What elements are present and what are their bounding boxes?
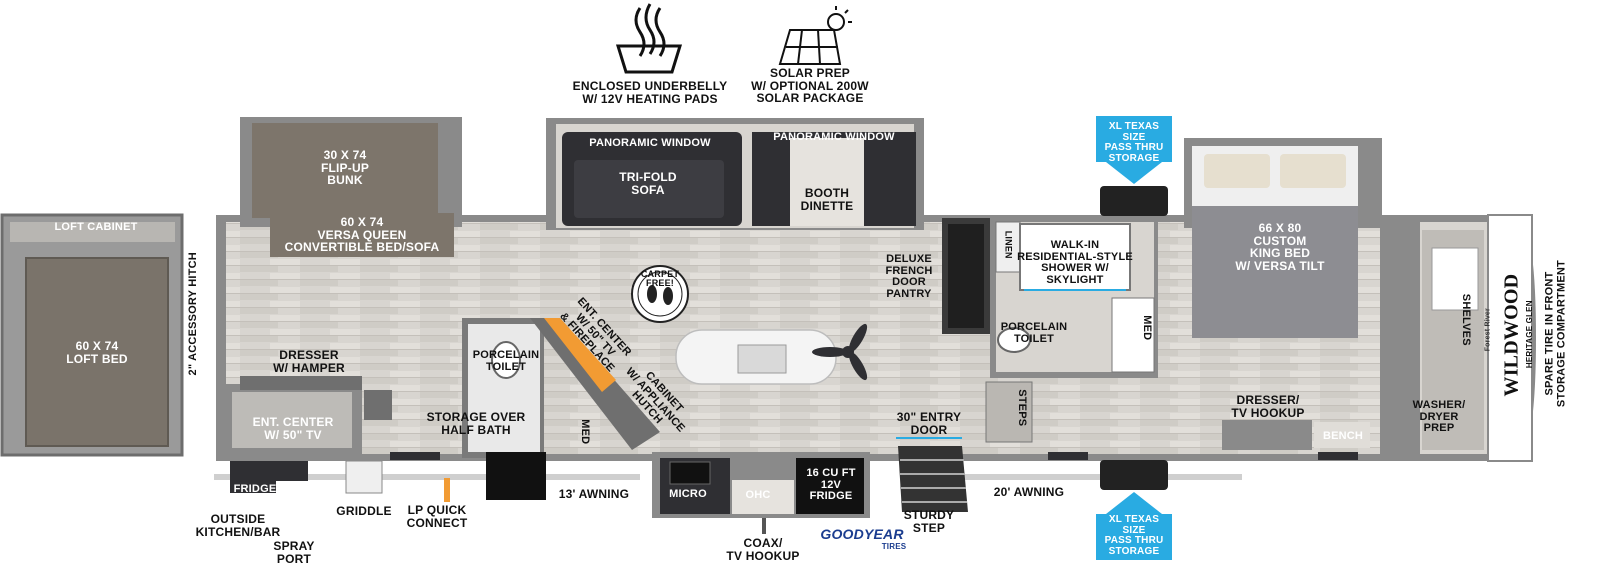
label-sturdy-step: STURDY STEP — [903, 508, 955, 535]
label-lp-quick: LP QUICK CONNECT — [406, 503, 468, 530]
label-dresser-hamper: DRESSER W/ HAMPER — [273, 348, 345, 375]
feature-underbelly: ENCLOSED UNDERBELLY W/ 12V HEATING PADS — [572, 79, 728, 106]
label-panoramic-window-1: PANORAMIC WINDOW — [589, 137, 711, 149]
label-storage-half-bath: STORAGE OVER HALF BATH — [426, 410, 526, 437]
wardrobe — [1380, 222, 1420, 454]
storage-arrow-bottom-icon — [1096, 492, 1172, 560]
goodyear-logo: GOODYEAR — [820, 526, 904, 542]
loft-bed — [25, 257, 169, 447]
label-tires: TIRES — [881, 542, 907, 551]
awning-20 — [920, 474, 1242, 480]
label-ent-center-front: ENT. CENTER W/ 50" TV — [252, 415, 334, 442]
label-washer-dryer: WASHER/ DRYER PREP — [1412, 399, 1466, 435]
label-steps: STEPS — [1015, 389, 1028, 427]
label-ohc: OHC — [745, 489, 771, 501]
label-awning-20: 20' AWNING — [993, 485, 1065, 499]
loft-area — [0, 213, 184, 457]
exterior-storage-left — [486, 452, 546, 500]
pass-thru-bottom — [1100, 460, 1168, 490]
lp-connect — [444, 478, 450, 502]
wildwood-cap — [1487, 214, 1533, 462]
label-awning-13: 13' AWNING — [558, 487, 630, 501]
awning-13 — [214, 474, 640, 480]
dresser-bench — [1222, 420, 1312, 450]
label-med-2: MED — [1140, 315, 1153, 341]
living-furniture — [222, 218, 1484, 458]
label-porcelain-toilet-1: PORCELAIN TOILET — [472, 349, 540, 373]
griddle — [345, 460, 383, 494]
shower — [1019, 223, 1131, 291]
dresser-hamper — [240, 376, 362, 390]
label-griddle: GRIDDLE — [336, 504, 392, 518]
carpet-free-badge — [631, 265, 689, 323]
label-shelves: SHELVES — [1459, 293, 1472, 346]
label-xl-storage-top: XL TEXAS SIZE PASS THRU STORAGE — [1104, 121, 1164, 164]
outside-kitchen — [230, 461, 276, 493]
main-floor — [216, 117, 1536, 462]
heat-waves-icon — [615, 3, 683, 74]
label-panoramic-window-2: PANORAMIC WINDOW — [773, 131, 895, 143]
sturdy-step — [898, 446, 968, 512]
label-bench: BENCH — [1322, 430, 1364, 442]
label-xl-storage-bottom: XL TEXAS SIZE PASS THRU STORAGE — [1104, 514, 1164, 557]
label-fridge-outside: FRIDGE — [233, 483, 277, 495]
label-dresser-tv: DRESSER/ TV HOOKUP — [1231, 393, 1305, 420]
label-outside-kitchen: OUTSIDE KITCHEN/BAR — [195, 512, 281, 539]
label-spray-port: SPRAY PORT — [273, 539, 315, 566]
label-flip-up-bunk: 30 X 74 FLIP-UP BUNK — [320, 148, 370, 188]
brand-maker: Forest River — [1484, 308, 1492, 352]
ceiling-fan-icon — [812, 323, 868, 381]
label-linen: LINEN — [1003, 230, 1014, 259]
flip-up-bunk — [252, 123, 438, 218]
label-loft-bed: 60 X 74 LOFT BED — [66, 339, 128, 366]
bath-vanity — [1111, 297, 1155, 373]
storage-arrow-top-icon — [1096, 116, 1172, 184]
label-booth-dinette: BOOTH DINETTE — [800, 186, 854, 213]
label-med-1: MED — [578, 419, 591, 445]
label-fridge-16: 16 CU FT 12V FRIDGE — [806, 467, 856, 503]
label-coax: COAX/ TV HOOKUP — [726, 536, 800, 563]
pass-thru-top — [1100, 186, 1168, 216]
label-king-bed: 66 X 80 CUSTOM KING BED W/ VERSA TILT — [1235, 221, 1325, 273]
label-tri-fold-sofa: TRI-FOLD SOFA — [619, 170, 677, 197]
label-accessory-hitch: 2" ACCESSORY HITCH — [187, 252, 200, 376]
solar-panel-icon — [778, 6, 852, 65]
label-micro: MICRO — [669, 488, 707, 500]
label-deluxe-pantry: DELUXE FRENCH DOOR PANTRY — [885, 253, 933, 300]
brand-series: HERITAGE GLEN — [1524, 300, 1534, 369]
diagonal-ent-center — [530, 318, 660, 450]
label-entry-door: 30" ENTRY DOOR — [896, 410, 962, 437]
label-porcelain-toilet-2: PORCELAIN TOILET — [1000, 321, 1068, 345]
label-spare-tire: SPARE TIRE IN FRONT STORAGE COMPARTMENT — [1543, 260, 1567, 408]
feature-solar: SOLAR PREP W/ OPTIONAL 200W SOLAR PACKAG… — [751, 66, 869, 106]
label-shower: WALK-IN RESIDENTIAL-STYLE SHOWER W/ SKYL… — [1017, 239, 1133, 286]
label-versa-queen: 60 X 74 VERSA QUEEN CONVERTIBLE BED/SOFA — [284, 215, 440, 255]
label-loft-cabinet: LOFT CABINET — [54, 221, 138, 233]
versa-queen-sofa — [270, 213, 454, 257]
exterior — [214, 186, 1358, 534]
brand-name: WILDWOOD — [1500, 273, 1523, 397]
interior-steps — [985, 381, 1033, 443]
label-carpet-free: CARPET FREE! — [640, 269, 680, 289]
